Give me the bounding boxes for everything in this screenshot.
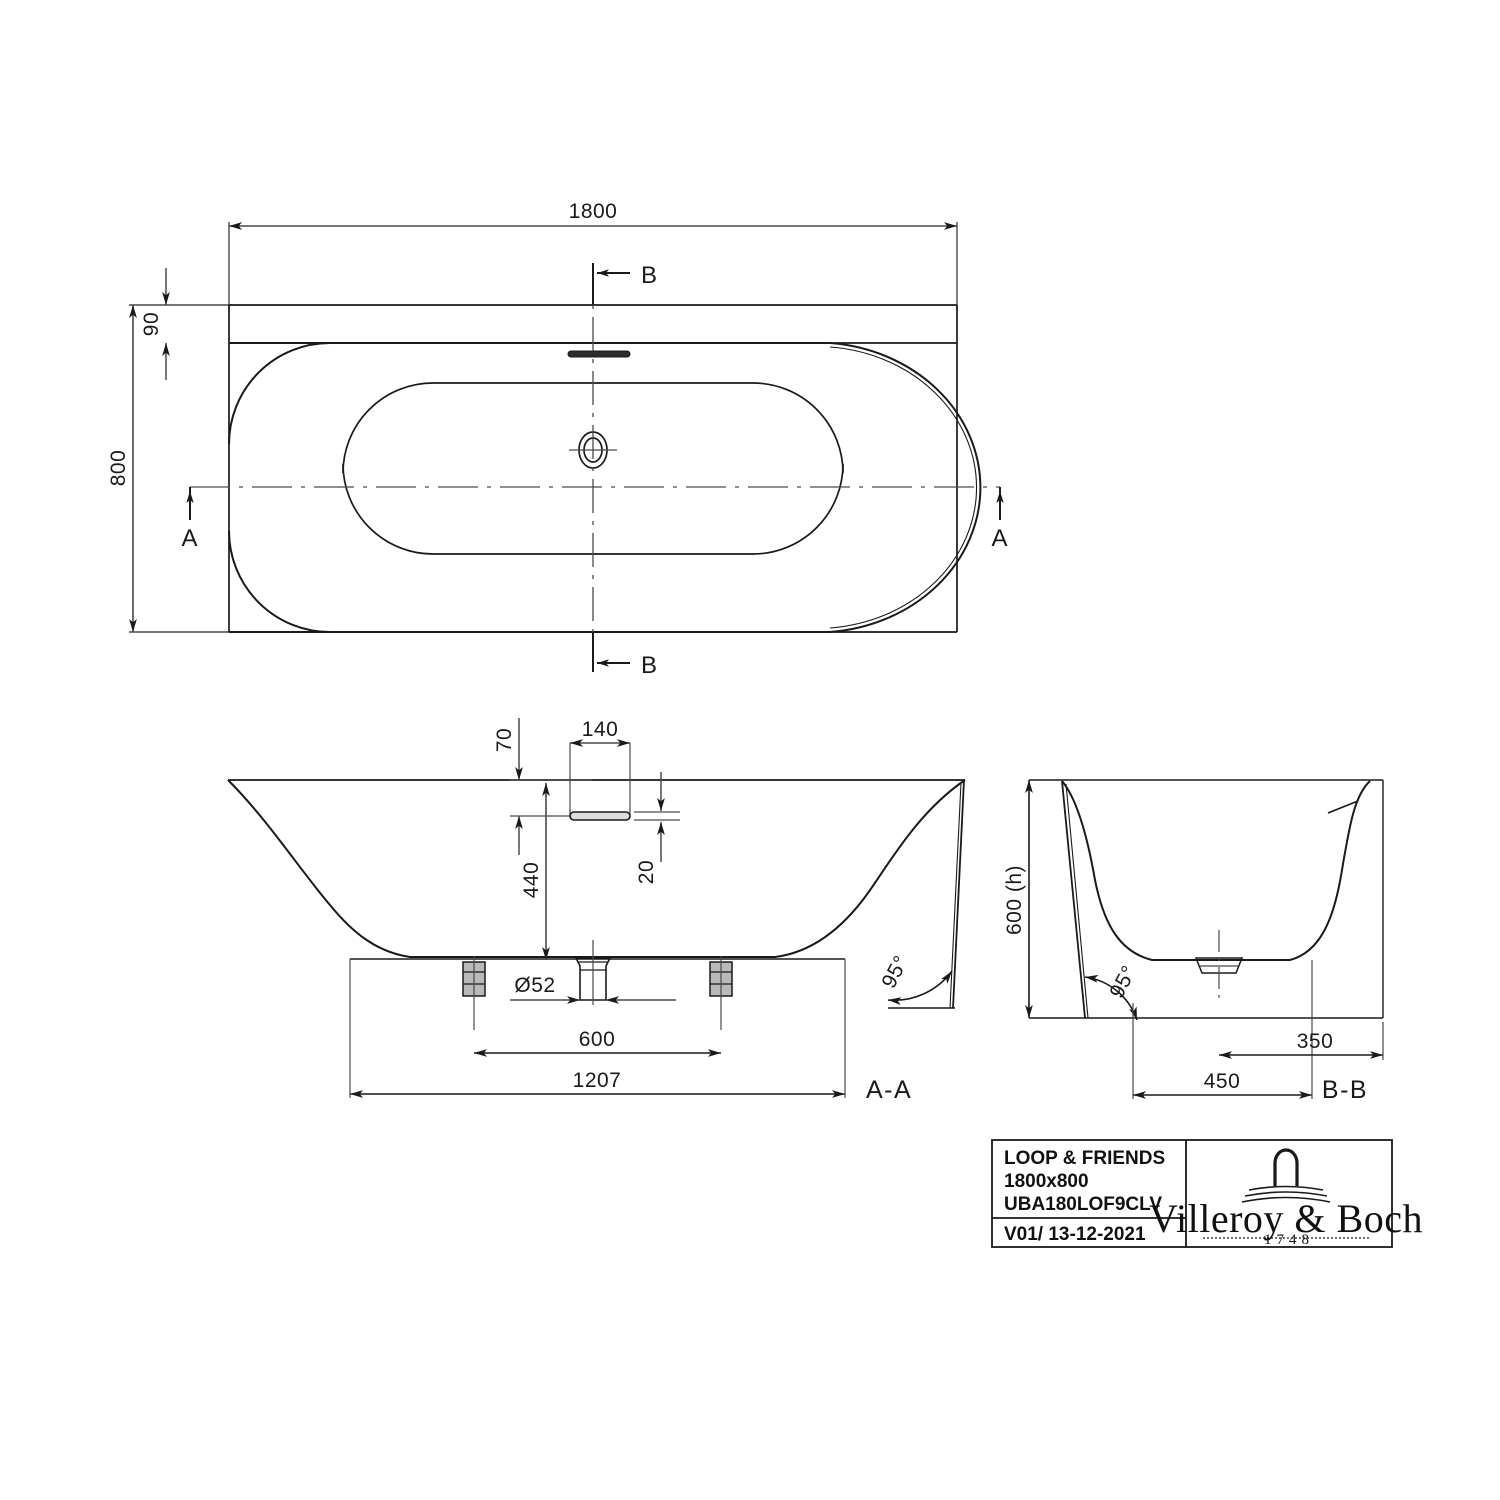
dim-70: 70 bbox=[493, 718, 592, 855]
villeroy-boch-logo-icon bbox=[1241, 1148, 1331, 1203]
overflow-slot-section bbox=[569, 811, 631, 821]
overflow-slot-plan bbox=[567, 350, 631, 358]
dim-440: 440 bbox=[520, 783, 550, 960]
section-label-a-right: A bbox=[991, 525, 1008, 552]
section-mark-a-right: A bbox=[991, 487, 1008, 552]
title-block: LOOP & FRIENDS 1800x800 UBA180LOF9CLV V0… bbox=[991, 1139, 1423, 1248]
dim-450: 450 bbox=[1132, 960, 1313, 1099]
bb-outer-left-wall-inner bbox=[1065, 783, 1089, 1019]
section-aa-caption: A-A bbox=[866, 1076, 912, 1104]
title-block-revision: V01/ 13-12-2021 bbox=[1004, 1224, 1146, 1245]
bb-inner-profile bbox=[1061, 780, 1371, 961]
plan-centrelines bbox=[190, 263, 1000, 672]
drain-section bbox=[574, 940, 612, 1005]
section-mark-b-bottom: B bbox=[592, 632, 658, 679]
title-block-product-name: LOOP & FRIENDS bbox=[1004, 1148, 1165, 1169]
aa-inner-profile bbox=[227, 779, 966, 958]
dim-90: 90 bbox=[140, 268, 170, 380]
dim-90-label: 90 bbox=[140, 312, 163, 336]
dim-800-label: 800 bbox=[107, 450, 130, 487]
bb-rim-tick bbox=[1327, 800, 1359, 814]
dim-440-label: 440 bbox=[520, 862, 543, 899]
section-label-a-left: A bbox=[181, 525, 198, 552]
dim-600h-label: 600 (h) bbox=[1003, 865, 1026, 935]
title-block-founded-year: 1748 bbox=[1264, 1232, 1314, 1248]
tub-foot-left bbox=[462, 956, 486, 1030]
dim-350-label: 350 bbox=[1297, 1030, 1334, 1053]
dim-1207-label: 1207 bbox=[573, 1069, 622, 1092]
title-block-size: 1800x800 bbox=[1004, 1171, 1089, 1192]
title-block-article-number: UBA180LOF9CLV bbox=[1004, 1194, 1162, 1215]
dim-1800: 1800 bbox=[228, 200, 958, 310]
dim-800: 800 bbox=[107, 304, 233, 633]
dim-drain-dia-label: Ø52 bbox=[514, 974, 555, 997]
dim-350: 350 bbox=[1219, 1022, 1384, 1060]
section-mark-a-left: A bbox=[181, 487, 198, 552]
dim-140-label: 140 bbox=[582, 718, 619, 741]
dim-20: 20 bbox=[634, 772, 680, 884]
section-bb-caption: B-B bbox=[1322, 1076, 1368, 1104]
dim-600: 600 bbox=[474, 1028, 721, 1057]
dim-140: 140 bbox=[569, 718, 631, 815]
dim-95-aa-label: 95° bbox=[877, 952, 913, 992]
plan-view: 1800 800 90 bbox=[107, 200, 1008, 679]
section-a-a: 70 140 20 440 bbox=[227, 718, 966, 1104]
bb-outer-left-wall bbox=[1061, 780, 1086, 1019]
aa-edge-detail: 95° bbox=[877, 779, 965, 1009]
section-mark-b-top: B bbox=[592, 262, 658, 305]
dim-95-bb-label: 95° bbox=[1105, 962, 1141, 1002]
section-label-b-top: B bbox=[641, 262, 658, 289]
dim-1207: 1207 bbox=[349, 959, 846, 1098]
section-label-b-bottom: B bbox=[641, 652, 658, 679]
dim-drain-dia: Ø52 bbox=[510, 974, 676, 1004]
plan-tub-bowl bbox=[342, 382, 844, 555]
plan-tub-outer bbox=[228, 342, 982, 633]
bb-drain bbox=[1194, 930, 1244, 1000]
title-block-manufacturer: Villeroy & Boch bbox=[1149, 1196, 1423, 1241]
tub-foot-right bbox=[709, 956, 733, 1030]
dim-1800-label: 1800 bbox=[569, 200, 618, 223]
dim-600-label: 600 bbox=[579, 1028, 616, 1051]
section-b-b: 600 (h) 95° 450 350 B-B bbox=[1003, 779, 1384, 1104]
dim-70-label: 70 bbox=[493, 728, 516, 752]
dim-20-label: 20 bbox=[635, 860, 658, 884]
dim-600h: 600 (h) bbox=[1003, 780, 1033, 1018]
dim-450-label: 450 bbox=[1204, 1070, 1241, 1093]
